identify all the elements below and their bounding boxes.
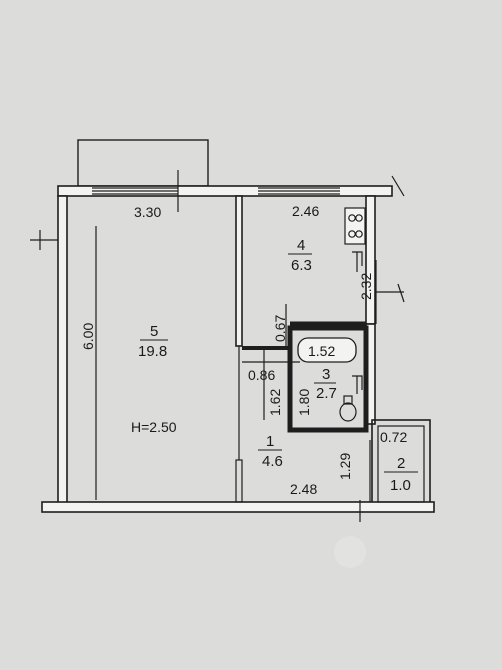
kitchen-sink-icon [352,251,363,272]
dimension-lines [95,226,377,502]
ceiling-height-label: H=2.50 [131,419,177,435]
hall-niche-label: 0.86 [248,367,275,383]
wc-room-area: 1.0 [390,477,411,494]
tub-length-label: 1.52 [308,343,335,359]
living-length-label: 6.00 [80,323,96,350]
outer-walls [41,185,435,513]
living-room-number: 5 [150,323,158,340]
hall-room-number: 1 [266,433,274,450]
kitchen-width-label: 2.46 [292,203,319,219]
bath-length-label: 1.80 [296,389,312,416]
wc-room-number: 2 [397,455,405,472]
hall-width-label: 2.48 [290,481,317,497]
kitchen-room-area: 6.3 [291,257,312,274]
wc-width-label: 0.72 [380,429,407,445]
bath-sink-icon [352,375,363,394]
bathroom-number: 3 [322,366,330,383]
fixtures [297,207,366,422]
bathroom-area: 2.7 [316,385,337,402]
living-room-area: 19.8 [138,343,167,360]
bathtub-icon [297,337,357,363]
hall-room-area: 4.6 [262,453,283,470]
living-width-label: 3.30 [134,204,161,220]
windows [92,187,340,195]
passage-width-label: 0.67 [272,315,288,342]
wc-length-label: 1.29 [337,453,353,480]
kitchen-room-number: 4 [297,237,305,254]
toilet-icon [339,402,357,422]
kitchen-length-label: 2.32 [358,273,374,300]
hall-side-label: 1.62 [267,389,283,416]
partitions [235,195,425,503]
stove-icon [344,207,366,245]
paper-smudge [334,536,366,568]
section-ticks [30,170,405,522]
